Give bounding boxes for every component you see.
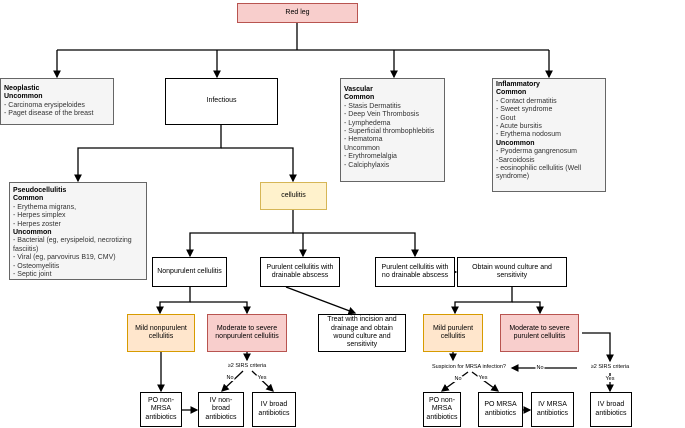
moderate-nonpurulent-box: Moderate to severe nonpurulent celluliti… [207,314,287,352]
list-item: - Stasis Dermatitis [344,102,401,110]
list-item: - Paget disease of the breast [4,110,94,118]
list-item: - Erythema migrans, [13,203,77,211]
neoplastic-uncommon-label: Uncommon [4,93,43,101]
list-item: - Erythromelalgia [344,153,397,161]
neoplastic-box: Neoplastic Uncommon - Carcinoma erysipel… [0,78,114,125]
yes-label: Yes [477,375,489,381]
list-item: - Herpes simplex [13,212,66,220]
list-item: -Sarcoidosis [496,156,535,164]
root-red-leg: Red leg [237,3,358,23]
list-item: - Carcinoma erysipeloides [4,101,85,109]
iv-mrsa-box: IV MRSA antibiotics [531,392,574,427]
nonpurulent-box: Nonpurulent cellulitis [152,257,227,287]
list-item: - Calciphylaxis [344,161,390,169]
pseudocellulitis-box: Pseudocellulitis Common - Erythema migra… [9,182,147,280]
list-item: - Superficial thrombophlebitis [344,127,435,135]
no-label: No [453,376,463,382]
yes-label: Yes [256,375,268,381]
po-non-mrsa-box: PO non-MRSA antibiotics [423,392,461,427]
list-item: - Acute bursitis [496,122,542,130]
moderate-purulent-box: Moderate to severe purulent cellulitis [500,314,579,352]
sirs-criteria-right: ≥2 SIRS criteria [589,364,631,370]
iv-non-broad-box: IV non-broad antibiotics [198,392,244,427]
list-item: - Sweet syndrome [496,106,553,114]
list-item: - Hematoma [344,136,383,144]
vascular-title: Vascular [344,86,373,93]
no-label: No [535,365,545,371]
neoplastic-title: Neoplastic [4,85,40,92]
mild-nonpurulent-box: Mild nonpurulent cellulitis [127,314,195,352]
list-item: - Septic joint [13,270,52,278]
list-item: - Lymphedema [344,119,391,127]
yes-label: Yes [604,376,616,382]
list-item: - Contact dermatitis [496,97,557,105]
po-non-mrsa-box: PO non-MRSA antibiotics [140,392,182,427]
purulent-abscess-box: Purulent cellulitis with drainable absce… [260,257,340,287]
infectious-box: Infectious [165,78,278,125]
inflammatory-box: Inflammatory Common - Contact dermatitis… [492,78,606,192]
uncommon-label: Uncommon [13,228,52,236]
common-label: Common [13,195,44,203]
common-label: Common [344,94,375,102]
treat-incision-box: Treat with incision and drainage and obt… [318,314,406,352]
list-item: - Erythema nodosum [496,131,561,139]
uncommon-label: Uncommon [496,139,535,147]
list-item: - Gout [496,114,516,122]
obtain-culture-box: Obtain wound culture and sensitivity [457,257,567,287]
list-item: - Deep Vein Thrombosis [344,111,419,119]
sirs-criteria-left: ≥2 SIRS criteria [226,363,268,369]
list-item: - Bacterial (eg, erysipeloid, necrotizin… [13,237,132,253]
vascular-box: Vascular Common - Stasis Dermatitis - De… [340,78,445,182]
po-mrsa-box: PO MRSA antibiotics [478,392,523,427]
purulent-no-abscess-box: Purulent cellulitis with no drainable ab… [375,257,455,287]
common-label: Common [496,89,527,97]
pseudocellulitis-title: Pseudocellulitis [13,187,67,194]
list-item: - eosinophilic cellulitis (Well syndrome… [496,164,582,181]
cellulitis-box: cellulitis [260,182,327,210]
no-label: No [225,375,235,381]
list-item: - Viral (eg, parvovirus B19, CMV) [13,254,116,262]
list-item: - Pyoderma gangrenosum [496,148,577,156]
list-item: - Osteomyelitis [13,262,60,270]
inflammatory-title: Inflammatory [496,81,540,88]
mild-purulent-box: Mild purulent cellulitis [423,314,483,352]
iv-broad-box: IV broad antibiotics [252,392,296,427]
uncommon-label: Uncommon [344,144,380,152]
iv-broad-box: IV broad antibiotics [590,392,632,427]
mrsa-question: Suspicion for MRSA infection? [431,364,507,370]
list-item: - Herpes zoster [13,220,61,228]
